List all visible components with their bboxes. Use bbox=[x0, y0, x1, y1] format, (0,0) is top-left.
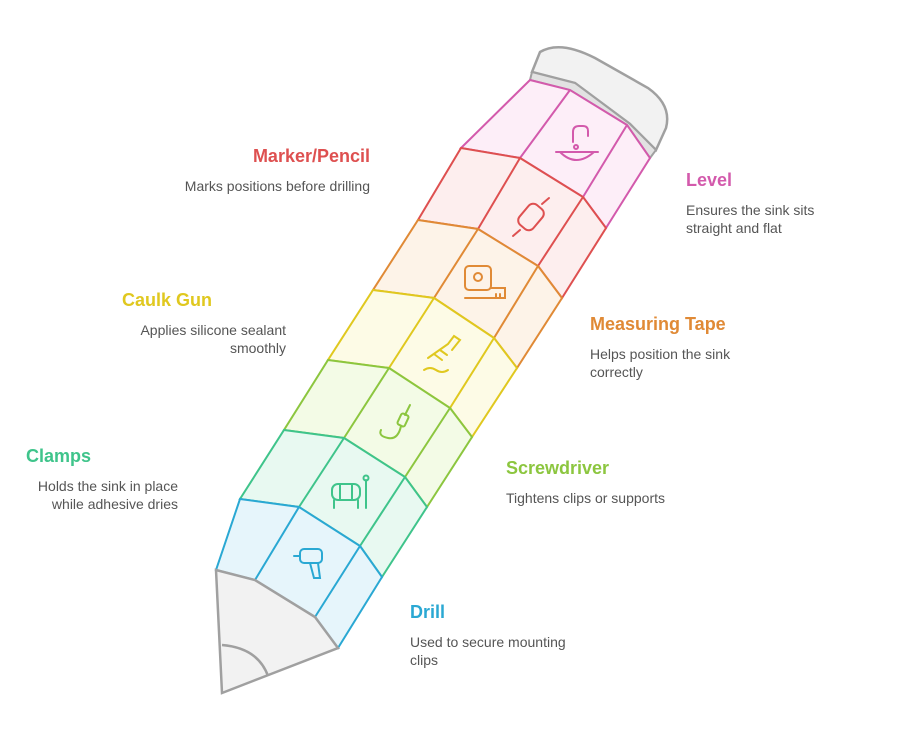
desc-caulk-gun: Applies silicone sealant smoothly bbox=[140, 322, 286, 356]
desc-screwdriver: Tightens clips or supports bbox=[506, 490, 665, 506]
desc-level: Ensures the sink sits straight and flat bbox=[686, 202, 815, 236]
title-drill: Drill bbox=[410, 602, 446, 622]
measuring-tape-icon bbox=[464, 265, 506, 299]
label-level: Level Ensures the sink sits straight and… bbox=[686, 169, 836, 237]
clamp-icon bbox=[331, 474, 370, 509]
screwdriver-icon bbox=[379, 404, 411, 440]
desc-marker-pencil: Marks positions before drilling bbox=[184, 178, 370, 194]
desc-clamps: Holds the sink in place while adhesive d… bbox=[37, 478, 178, 512]
title-screwdriver: Screwdriver bbox=[506, 458, 610, 478]
label-screwdriver: Screwdriver Tightens clips or supports bbox=[506, 457, 726, 507]
label-clamps: Clamps Holds the sink in place while adh… bbox=[20, 445, 178, 513]
title-clamps: Clamps bbox=[26, 446, 92, 466]
sink-faucet-icon bbox=[555, 125, 599, 161]
rolling-pin-icon bbox=[512, 197, 550, 237]
desc-measuring-tape: Helps position the sink correctly bbox=[590, 346, 731, 380]
label-drill: Drill Used to secure mounting clips bbox=[410, 601, 595, 669]
title-caulk-gun: Caulk Gun bbox=[122, 290, 213, 310]
glue-gun-icon bbox=[423, 334, 462, 373]
label-marker-pencil: Marker/Pencil Marks positions before dri… bbox=[150, 145, 370, 195]
label-measuring-tape: Measuring Tape Helps position the sink c… bbox=[590, 313, 760, 381]
title-level: Level bbox=[686, 170, 733, 190]
desc-drill: Used to secure mounting clips bbox=[410, 634, 566, 668]
label-caulk-gun: Caulk Gun Applies silicone sealant smoot… bbox=[96, 289, 286, 357]
title-measuring-tape: Measuring Tape bbox=[590, 314, 726, 334]
pencil-tip bbox=[214, 568, 340, 695]
pencil-lead-arc bbox=[221, 643, 270, 677]
title-marker-pencil: Marker/Pencil bbox=[252, 146, 370, 166]
drill-icon bbox=[293, 548, 323, 579]
pencil-eraser bbox=[530, 45, 669, 153]
